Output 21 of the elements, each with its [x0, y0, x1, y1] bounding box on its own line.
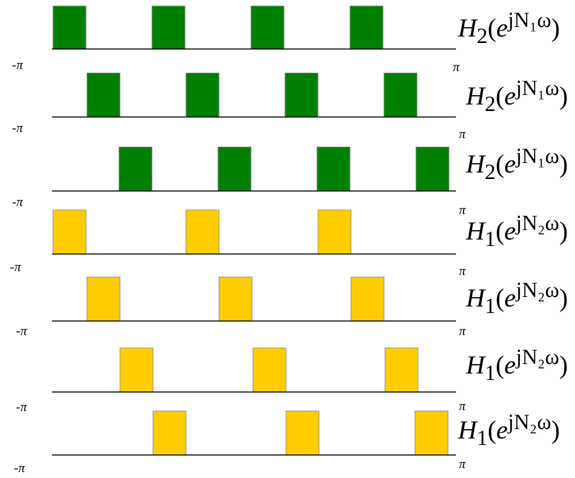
- axis-tick-label: π: [453, 60, 460, 73]
- axis-tick-label: π: [459, 264, 466, 277]
- response-label: H$_{1}$(e$^{jN₂ω}$): [466, 213, 568, 251]
- axis-tick-label: π: [459, 324, 466, 337]
- response-label: H$_{2}$(e$^{jN₁ω}$): [466, 78, 568, 116]
- response-label: H$_{1}$(e$^{jN₂ω}$): [466, 347, 568, 385]
- axis-tick-label: -π: [16, 400, 27, 413]
- axis-tick-label: -π: [10, 260, 21, 273]
- axis-tick-label: -π: [12, 195, 23, 208]
- axis-tick-label: -π: [12, 58, 23, 71]
- axis-tick-label: π: [459, 203, 466, 216]
- axis-tick-label: π: [459, 127, 466, 140]
- axis-tick-label: π: [459, 399, 466, 412]
- axis-tick-label: -π: [12, 121, 23, 134]
- response-label: H$_{2}$(e$^{jN₁ω}$): [466, 146, 568, 184]
- response-label: H$_{2}$(e$^{jN₁ω}$): [458, 10, 560, 48]
- axis-tick-label: π: [459, 457, 466, 470]
- axis-tick-label: -π: [14, 461, 25, 474]
- axis-tick-label: -π: [16, 324, 27, 337]
- response-label: H$_{1}$(e$^{jN₂ω}$): [458, 412, 560, 450]
- response-label: H$_{1}$(e$^{jN₂ω}$): [466, 280, 568, 318]
